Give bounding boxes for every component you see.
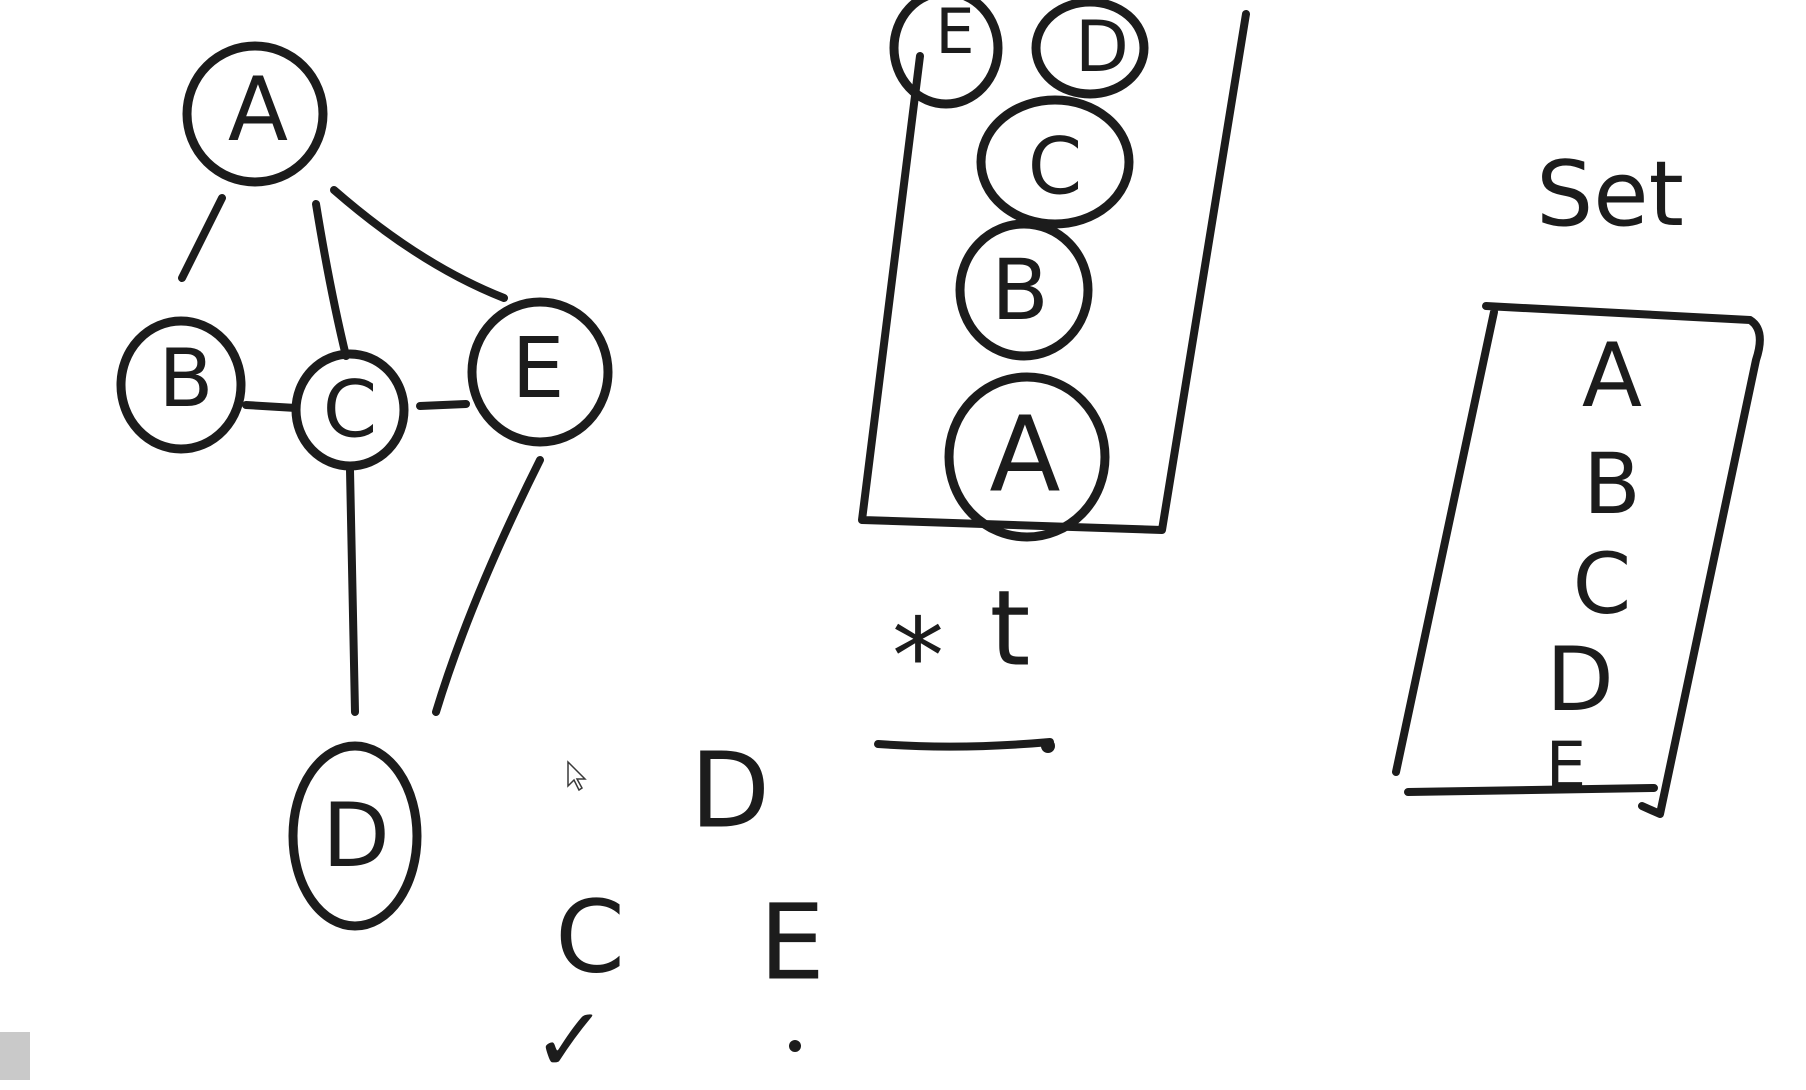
stack-item-e-label: E [935,0,974,68]
stack-item-a-label: A [989,393,1060,515]
graph-node-e-label: E [511,319,564,417]
note-underline [874,738,1054,751]
stack-item-c: C [976,95,1134,229]
edge-c-d [346,466,359,716]
set-item-d: D [1546,628,1614,731]
stack-item-e: E [889,0,1003,109]
edge-c-e [416,400,470,410]
graph-node-e: E [467,297,613,447]
edge-b-c [242,401,300,412]
note-star: * [892,595,944,717]
graph-node-c-label: C [323,365,377,455]
graph-node-d: D [288,741,422,931]
graph-node-b-label: B [159,332,214,425]
side-notes: * t D C E ✓ [532,567,1055,1090]
stack-item-d: D [1031,0,1149,99]
corner-swatch [0,1032,30,1080]
edge-e-d [432,456,544,716]
note-d-letter: D [690,729,770,851]
stack-item-c-label: C [1028,122,1082,212]
note-underline-dot [1041,739,1055,753]
set-title: Set [1536,142,1684,247]
graph-node-b: B [116,316,246,454]
set-container [1392,302,1764,818]
graph: A B C E D [116,41,613,931]
stack-item-b: B [955,219,1093,361]
stack-item-d-label: D [1075,6,1129,88]
stack-item-a: A [944,372,1110,542]
graph-node-c: C [291,349,409,471]
stack-item-b-label: B [991,241,1049,339]
mouse-cursor-icon [567,760,587,792]
edge-a-e [330,186,508,302]
set-panel: Set A B C D E [1392,142,1764,818]
note-e-dot [789,1040,801,1052]
graph-node-d-label: D [322,784,390,887]
graph-node-a-label: A [228,58,288,161]
set-item-e: E [1546,730,1586,804]
note-c-letter: C [555,878,625,995]
graph-edges [178,186,544,716]
note-check-mark: ✓ [532,988,607,1090]
set-item-b: B [1583,435,1641,533]
stack: E D C B A [858,0,1250,542]
edge-a-b [178,194,226,282]
graph-node-a: A [182,41,328,187]
set-item-c: C [1573,535,1632,633]
edge-a-c [312,200,350,360]
note-t: t [990,567,1031,689]
note-e-letter: E [759,881,825,1003]
stack-container [858,10,1250,534]
set-item-a: A [1582,324,1642,427]
